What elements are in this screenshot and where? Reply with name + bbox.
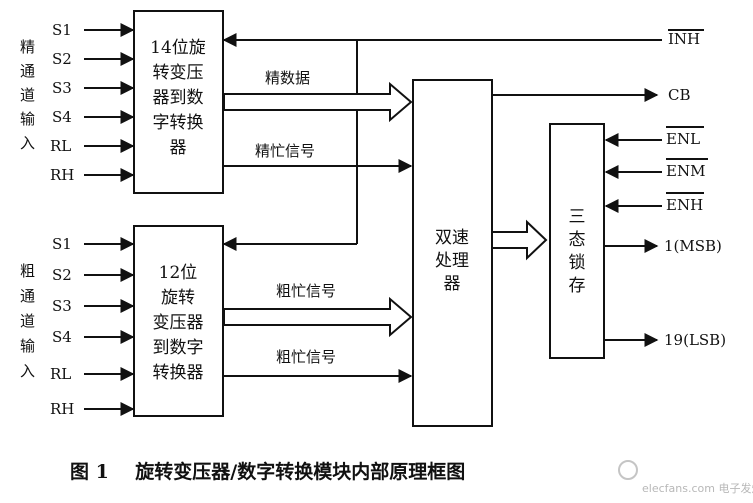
- fine-channel-char: 道: [20, 86, 35, 104]
- input-label: S2: [52, 266, 72, 284]
- coarse-channel-char: 道: [20, 312, 35, 330]
- converter-12bit-line: 变压器: [153, 313, 204, 333]
- processor-line: 双速: [435, 228, 469, 248]
- fine-data-label: 精数据: [265, 69, 310, 87]
- input-label: RH: [50, 166, 74, 184]
- coarse-channel-char: 通: [20, 287, 35, 305]
- fine-channel-label: 精 通 道 输 入: [20, 38, 35, 152]
- processor-text: 双速 处理 器: [435, 228, 469, 294]
- converter-14bit-block: [133, 10, 224, 194]
- converter-14bit-line: 转变压: [153, 63, 204, 83]
- processor-latch-bus-arrow: [491, 219, 548, 261]
- input-label: S4: [52, 108, 72, 126]
- cb-label: CB: [668, 86, 691, 104]
- latch-block: [549, 123, 605, 359]
- watermark: elecfans.com 电子发烧友: [618, 460, 753, 495]
- converter-14bit-line: 器: [170, 138, 187, 158]
- fine-channel-char: 入: [20, 134, 35, 152]
- converter-14bit-line: 器到数: [153, 88, 204, 108]
- coarse-channel-char: 入: [20, 362, 35, 380]
- converter-14bit-line: 字转换: [153, 113, 204, 133]
- fine-channel-char: 输: [20, 110, 35, 128]
- enm-label: ENM: [666, 162, 705, 180]
- converter-14bit-line: 14位旋: [150, 38, 206, 58]
- converter-12bit-line: 12位: [159, 263, 198, 283]
- coarse-busy-label-1: 粗忙信号: [276, 282, 336, 300]
- input-label: RL: [50, 137, 71, 155]
- lsb-label: 19(LSB): [664, 331, 726, 349]
- input-label: RH: [50, 400, 74, 418]
- converter-12bit-block: [133, 225, 224, 417]
- watermark-logo-icon: [618, 460, 638, 480]
- input-label: S2: [52, 50, 72, 68]
- fine-data-bus-arrow: [223, 81, 413, 123]
- fine-inputs: S1 S2 S3 S4 RL RH: [50, 21, 135, 184]
- latch-line: 存: [569, 276, 586, 296]
- converter-12bit-line: 到数字: [153, 338, 204, 358]
- latch-text: 三 态 锁 存: [569, 207, 586, 296]
- inh-label: INH: [668, 30, 700, 48]
- watermark-text: elecfans.com 电子发烧友: [642, 481, 753, 495]
- converter-12bit-line: 旋转: [161, 288, 195, 308]
- fine-channel-char: 通: [20, 62, 35, 80]
- input-label: S3: [52, 79, 72, 97]
- enl-label: ENL: [666, 130, 700, 148]
- processor-line: 处理: [435, 251, 469, 271]
- coarse-channel-char: 输: [20, 337, 35, 355]
- fine-channel-char: 精: [20, 38, 35, 56]
- coarse-channel-char: 粗: [20, 262, 35, 280]
- input-label: S4: [52, 328, 72, 346]
- coarse-busy-label-2: 粗忙信号: [276, 348, 336, 366]
- converter-12bit-line: 转换器: [153, 363, 204, 383]
- coarse-data-bus-arrow: [223, 296, 413, 338]
- latch-line: 三: [569, 207, 586, 227]
- figure-caption: 图 1 旋转变压器/数字转换模块内部原理框图: [70, 460, 465, 483]
- latch-line: 态: [569, 230, 586, 250]
- coarse-inputs: S1 S2 S3 S4 RL RH: [50, 235, 135, 418]
- msb-label: 1(MSB): [664, 237, 722, 255]
- fine-busy-label: 精忙信号: [255, 142, 315, 160]
- processor-line: 器: [444, 274, 461, 294]
- coarse-channel-label: 粗 通 道 输 入: [20, 262, 35, 380]
- latch-line: 锁: [569, 253, 586, 273]
- input-label: S1: [52, 21, 72, 39]
- input-label: RL: [50, 365, 71, 383]
- converter-12bit-text: 12位 旋转 变压器 到数字 转换器: [153, 263, 204, 383]
- enh-label: ENH: [666, 196, 703, 214]
- converter-14bit-text: 14位旋 转变压 器到数 字转换 器: [150, 38, 206, 158]
- input-label: S1: [52, 235, 72, 253]
- processor-block: [412, 79, 493, 427]
- input-label: S3: [52, 297, 72, 315]
